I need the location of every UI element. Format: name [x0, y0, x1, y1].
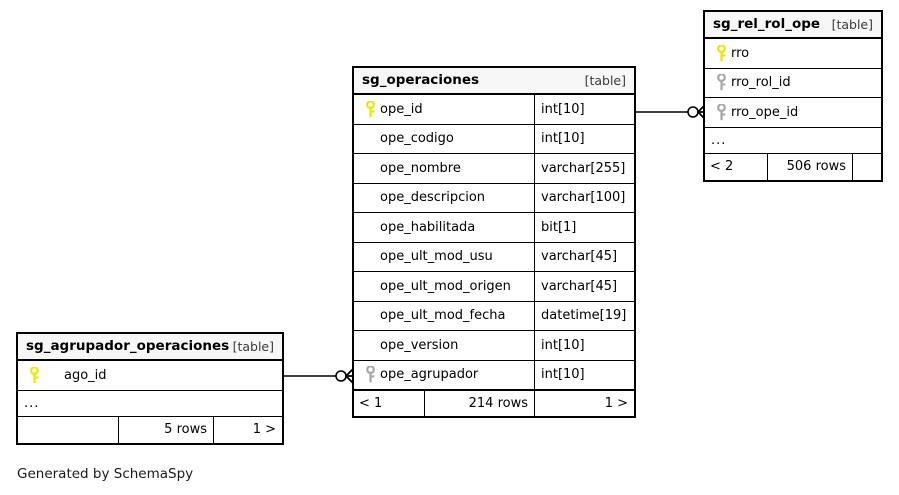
column-name-cell: ope_nombre: [354, 154, 534, 183]
column-name-cell: ope_ult_mod_usu: [354, 243, 534, 272]
column-label: ope_ult_mod_usu: [380, 249, 493, 265]
column-type: varchar[45]: [534, 242, 634, 271]
column-name-cell: ope_ult_mod_fecha: [354, 302, 534, 331]
column-label: ope_nombre: [380, 160, 461, 176]
footer-row-count: 5 rows: [118, 416, 213, 443]
table-footer: 5 rows 1 >: [18, 416, 282, 443]
table-sg-rel-rol-ope[interactable]: sg_rel_rol_ope [table] rro rro_rol_id rr…: [703, 10, 883, 182]
column-name-cell: rro_rol_id: [705, 69, 881, 98]
more-columns-ellipsis: ...: [705, 128, 881, 154]
table-header: sg_agrupador_operaciones [table]: [18, 334, 282, 361]
footer-next-link[interactable]: 1 >: [213, 416, 282, 443]
column-name-cell: rro: [705, 39, 881, 68]
table-title: sg_rel_rol_ope: [713, 16, 821, 32]
column-name-cell: rro_ope_id: [705, 98, 881, 127]
key-icon-none: [360, 302, 380, 331]
column-name-cell: ope_version: [354, 331, 534, 360]
column-name-cell: ago_id: [18, 361, 282, 390]
relationship-agrupador-to-operaciones: [284, 367, 355, 385]
column-label: rro_rol_id: [731, 75, 791, 91]
key-icon-primary: [360, 95, 380, 124]
table-type-tag: [table]: [584, 72, 626, 88]
table-type-tag: [table]: [831, 16, 873, 32]
footer-row-count: 506 rows: [767, 153, 852, 180]
column-type: int[10]: [534, 95, 634, 124]
key-icon-primary: [711, 39, 731, 68]
relationship-operaciones-to-rel-rol-ope: [634, 103, 707, 121]
key-icon-none: [360, 154, 380, 183]
generated-by-caption: Generated by SchemaSpy: [17, 466, 194, 482]
key-icon-none: [360, 125, 380, 154]
table-row[interactable]: ope_version int[10]: [354, 331, 634, 361]
column-type: int[10]: [534, 124, 634, 153]
footer-prev-link[interactable]: < 1: [359, 396, 383, 411]
table-title: sg_agrupador_operaciones: [26, 338, 230, 354]
column-type: varchar[255]: [534, 154, 634, 183]
table-row[interactable]: ope_habilitada bit[1]: [354, 213, 634, 243]
column-name-cell: ope_codigo: [354, 125, 534, 154]
table-row[interactable]: ope_ult_mod_origen varchar[45]: [354, 272, 634, 302]
column-label: ope_ult_mod_origen: [380, 278, 511, 294]
column-type: bit[1]: [534, 213, 634, 242]
column-label: ope_version: [380, 337, 459, 353]
key-icon-none: [360, 213, 380, 242]
table-row[interactable]: ope_agrupador int[10]: [354, 360, 634, 390]
table-sg-agrupador-operaciones[interactable]: sg_agrupador_operaciones [table] ago_id …: [16, 332, 284, 445]
key-icon-none: [360, 184, 380, 213]
column-type: int[10]: [534, 331, 634, 360]
column-label: ope_ult_mod_fecha: [380, 308, 506, 324]
table-footer: < 1 214 rows 1 >: [354, 390, 634, 416]
key-icon-none: [360, 331, 380, 360]
column-name-cell: ope_id: [354, 95, 534, 124]
table-row[interactable]: ope_id int[10]: [354, 95, 634, 125]
table-row[interactable]: ope_ult_mod_usu varchar[45]: [354, 242, 634, 272]
table-type-tag: [table]: [232, 338, 274, 354]
footer-row-count: 214 rows: [424, 391, 534, 416]
key-icon-foreign: [711, 98, 731, 127]
column-name-cell: ope_agrupador: [354, 361, 534, 390]
table-row[interactable]: ope_descripcion varchar[100]: [354, 183, 634, 213]
footer-next-link[interactable]: [852, 153, 881, 180]
more-columns-ellipsis: ...: [18, 391, 282, 417]
table-row[interactable]: ope_codigo int[10]: [354, 124, 634, 154]
column-type: datetime[19]: [534, 301, 634, 330]
table-row[interactable]: ago_id: [18, 361, 282, 391]
table-footer: < 2 506 rows: [705, 153, 881, 180]
table-title: sg_operaciones: [362, 72, 480, 88]
column-name-cell: ope_descripcion: [354, 184, 534, 213]
column-label: ope_id: [380, 101, 423, 117]
column-name-cell: ope_habilitada: [354, 213, 534, 242]
column-type: varchar[45]: [534, 272, 634, 301]
table-row[interactable]: ope_ult_mod_fecha datetime[19]: [354, 301, 634, 331]
footer-prev-link[interactable]: [18, 417, 118, 443]
table-row[interactable]: rro_ope_id: [705, 98, 881, 128]
column-name-cell: ope_ult_mod_origen: [354, 272, 534, 301]
column-label: rro: [731, 45, 750, 61]
column-label: ope_agrupador: [380, 367, 479, 383]
table-header: sg_rel_rol_ope [table]: [705, 12, 881, 39]
footer-next-link[interactable]: 1 >: [534, 391, 634, 416]
table-sg-operaciones[interactable]: sg_operaciones [table] ope_id int[10] op…: [352, 66, 636, 418]
key-icon-none: [360, 272, 380, 301]
key-icon-primary: [24, 361, 44, 390]
column-type: varchar[100]: [534, 183, 634, 212]
table-header: sg_operaciones [table]: [354, 68, 634, 95]
column-label: ope_codigo: [380, 131, 454, 147]
column-type: int[10]: [534, 360, 634, 389]
table-row[interactable]: rro: [705, 39, 881, 69]
key-icon-foreign: [711, 69, 731, 98]
footer-prev-link[interactable]: < 2: [710, 159, 734, 174]
column-label: ago_id: [64, 367, 107, 383]
column-label: ope_descripcion: [380, 190, 486, 206]
table-row[interactable]: rro_rol_id: [705, 69, 881, 98]
key-icon-foreign: [360, 361, 380, 390]
column-label: ope_habilitada: [380, 219, 476, 235]
key-icon-none: [360, 243, 380, 272]
table-row[interactable]: ope_nombre varchar[255]: [354, 154, 634, 184]
column-label: rro_ope_id: [731, 104, 799, 120]
